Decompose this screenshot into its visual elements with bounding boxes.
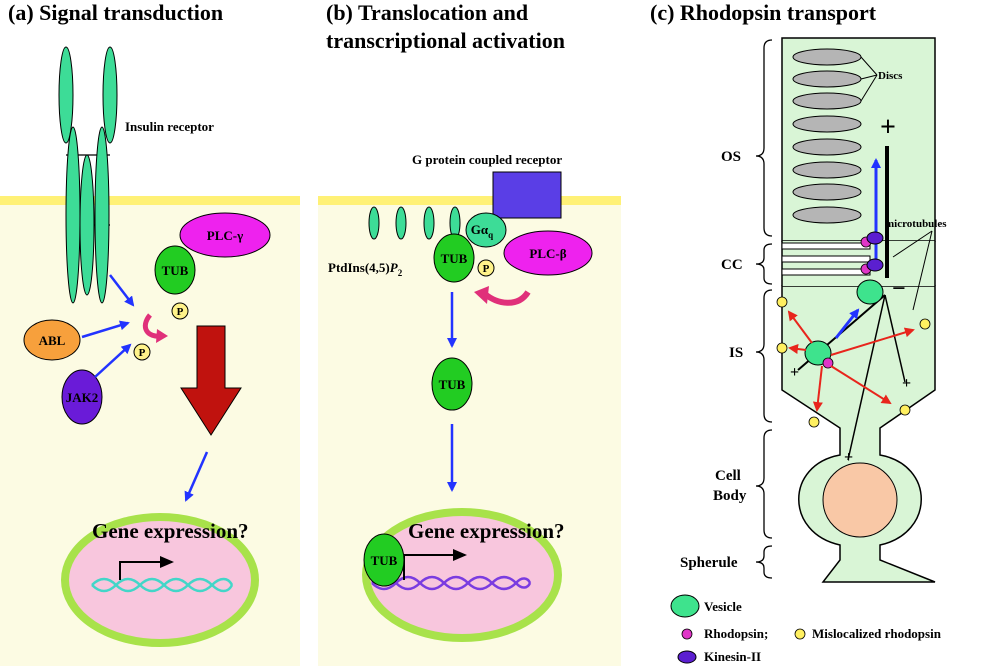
label-spherule: Spherule (680, 555, 738, 571)
plc-beta-label: PLC-β (529, 246, 566, 261)
gene-expression-b: Gene expression? (408, 519, 565, 543)
membrane-a (0, 196, 300, 205)
galpha-q-label: Gαq (471, 222, 493, 240)
membrane-b (318, 196, 621, 205)
ptdins-lipids (368, 206, 461, 240)
jak2-label: JAK2 (66, 390, 99, 405)
legend: Vesicle Rhodopsin; Mislocalized rhodopsi… (670, 594, 942, 664)
abl (23, 319, 81, 361)
gpcr (492, 171, 562, 219)
gene-expression-a: Gene expression? (92, 519, 249, 543)
phosphate-b-label: P (483, 263, 490, 275)
tub-b-nucleus (363, 533, 405, 587)
phosphate-b (477, 259, 495, 277)
cc-fold-1 (781, 242, 871, 250)
phosphate-a1-label: P (177, 306, 184, 318)
transcription-arrow-a (119, 556, 174, 580)
insulin-receptor (58, 46, 118, 304)
nucleus-b (362, 508, 562, 642)
legend-rhodopsin-swatch (681, 628, 693, 640)
jak2 (61, 369, 103, 425)
tub-a (154, 245, 196, 295)
label-cc: CC (721, 257, 743, 273)
phosphate-a2 (133, 343, 151, 361)
plus-is-right: + (902, 375, 911, 392)
kinesin-cc-1 (866, 231, 884, 245)
legend-kinesin-swatch (677, 650, 697, 664)
plus-end-label: + (880, 112, 896, 143)
panel-b-title-line2: transcriptional activation (326, 28, 565, 53)
plus-cell-body: + (844, 449, 853, 466)
mislocalized-rhodopsin-dots (776, 296, 931, 428)
brace-cc (755, 243, 773, 285)
dna-b (371, 575, 532, 591)
arrow-to-nucleus-a (184, 451, 209, 502)
arrow-jak2-to-tub (94, 343, 132, 378)
brace-is (755, 289, 773, 423)
panel-a-title: (a) Signal transduction (8, 0, 223, 25)
ptdins-label: PtdIns(4,5)P2 (328, 260, 403, 278)
panel-c: (c) Rhodopsin transport Discs + microtub… (650, 0, 947, 664)
panel-b-title-line1: (b) Translocation and (326, 0, 528, 25)
tub-b-nucleus-label: TUB (371, 553, 398, 568)
tub-b-cytoplasm (431, 357, 473, 411)
minus-end-label: − (892, 276, 906, 302)
tub-b-membrane (433, 233, 475, 283)
label-body: Body (713, 488, 747, 504)
cc-fold-3 (781, 268, 871, 276)
gpcr-label: G protein coupled receptor (412, 152, 562, 167)
nucleus-c (822, 462, 898, 538)
label-is: IS (729, 345, 743, 361)
panel-c-title: (c) Rhodopsin transport (650, 0, 877, 25)
legend-mislocalized-swatch (794, 628, 806, 640)
legend-vesicle-swatch (670, 594, 700, 618)
label-os: OS (721, 149, 741, 165)
cc-fold-2 (781, 255, 871, 263)
arrow-receptor-to-tub (109, 274, 135, 307)
dna-a (91, 577, 234, 593)
discs (792, 48, 862, 224)
abl-label: ABL (39, 333, 66, 348)
plc-beta (503, 230, 593, 276)
galpha-q (465, 212, 507, 248)
insulin-receptor-label: Insulin receptor (125, 119, 214, 134)
plc-gamma (179, 212, 271, 258)
tub-b-cytoplasm-label: TUB (439, 377, 466, 392)
legend-mislocalized-label: Mislocalized rhodopsin (812, 626, 942, 641)
microtubules-label: microtubules (885, 218, 947, 230)
legend-kinesin-label: Kinesin-II (704, 649, 761, 664)
big-red-arrow (180, 325, 242, 436)
phosphate-a1 (171, 302, 189, 320)
legend-rhodopsin-label: Rhodopsin; (704, 626, 768, 641)
panel-b: (b) Translocation and transcriptional ac… (318, 0, 621, 666)
label-cell: Cell (715, 468, 741, 484)
plus-is-left: + (790, 364, 799, 381)
kinesin-cc-2 (866, 258, 884, 272)
discs-label: Discs (878, 70, 903, 82)
legend-vesicle-label: Vesicle (704, 599, 742, 614)
panel-a: (a) Signal transduction Insulin receptor… (0, 0, 300, 666)
brace-spherule (755, 545, 773, 579)
outer-segment (781, 37, 936, 242)
nucleus-a (61, 513, 259, 647)
brace-os (755, 39, 773, 237)
vesicle-cc (856, 279, 884, 305)
tub-a-label: TUB (162, 263, 189, 278)
plc-curved-arrow (483, 290, 531, 306)
brace-cell-body (755, 429, 773, 539)
phosphate-a2-label: P (139, 347, 146, 359)
arrow-abl-to-tub (81, 320, 130, 339)
arrow-vesicle-up (834, 308, 860, 339)
plc-gamma-label: PLC-γ (207, 228, 243, 243)
tub-b-membrane-label: TUB (441, 251, 468, 266)
